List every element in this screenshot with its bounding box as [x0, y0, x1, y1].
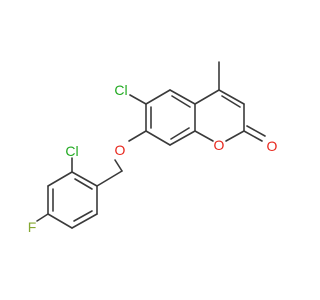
bond: [194, 89, 220, 105]
chlorine-atom-label: Cl: [114, 82, 127, 98]
bond: [194, 130, 214, 142]
oxygen-ether-label: O: [115, 142, 126, 158]
bond: [171, 95, 191, 108]
bond: [73, 210, 93, 222]
bond: [218, 89, 245, 105]
oxygen-carbonyl-label: O: [267, 138, 278, 154]
structure-svg: Cl O O O Cl F: [28, 61, 278, 235]
bond: [47, 213, 73, 229]
atom-labels: Cl O O O Cl F: [28, 82, 278, 235]
bond: [243, 130, 263, 142]
bond: [169, 89, 196, 105]
bonds: [36, 61, 266, 229]
bond: [36, 213, 49, 222]
bond: [74, 178, 93, 190]
chlorine-atom-label-benzyl: Cl: [65, 143, 78, 159]
bond: [114, 159, 123, 172]
bond: [47, 171, 73, 187]
bond: [129, 94, 147, 105]
molecule-diagram: Cl O O O Cl F: [28, 61, 278, 235]
bond: [96, 170, 123, 187]
bond: [128, 130, 147, 142]
bond: [169, 130, 196, 146]
bond: [71, 171, 98, 187]
bond: [221, 95, 241, 108]
bond: [246, 125, 266, 137]
fluorine-atom-label: F: [28, 219, 37, 235]
bond: [225, 130, 245, 142]
oxygen-ring-label: O: [214, 137, 225, 153]
bond: [145, 130, 171, 146]
bond: [145, 89, 171, 105]
bond: [71, 213, 98, 229]
bond: [170, 127, 190, 140]
